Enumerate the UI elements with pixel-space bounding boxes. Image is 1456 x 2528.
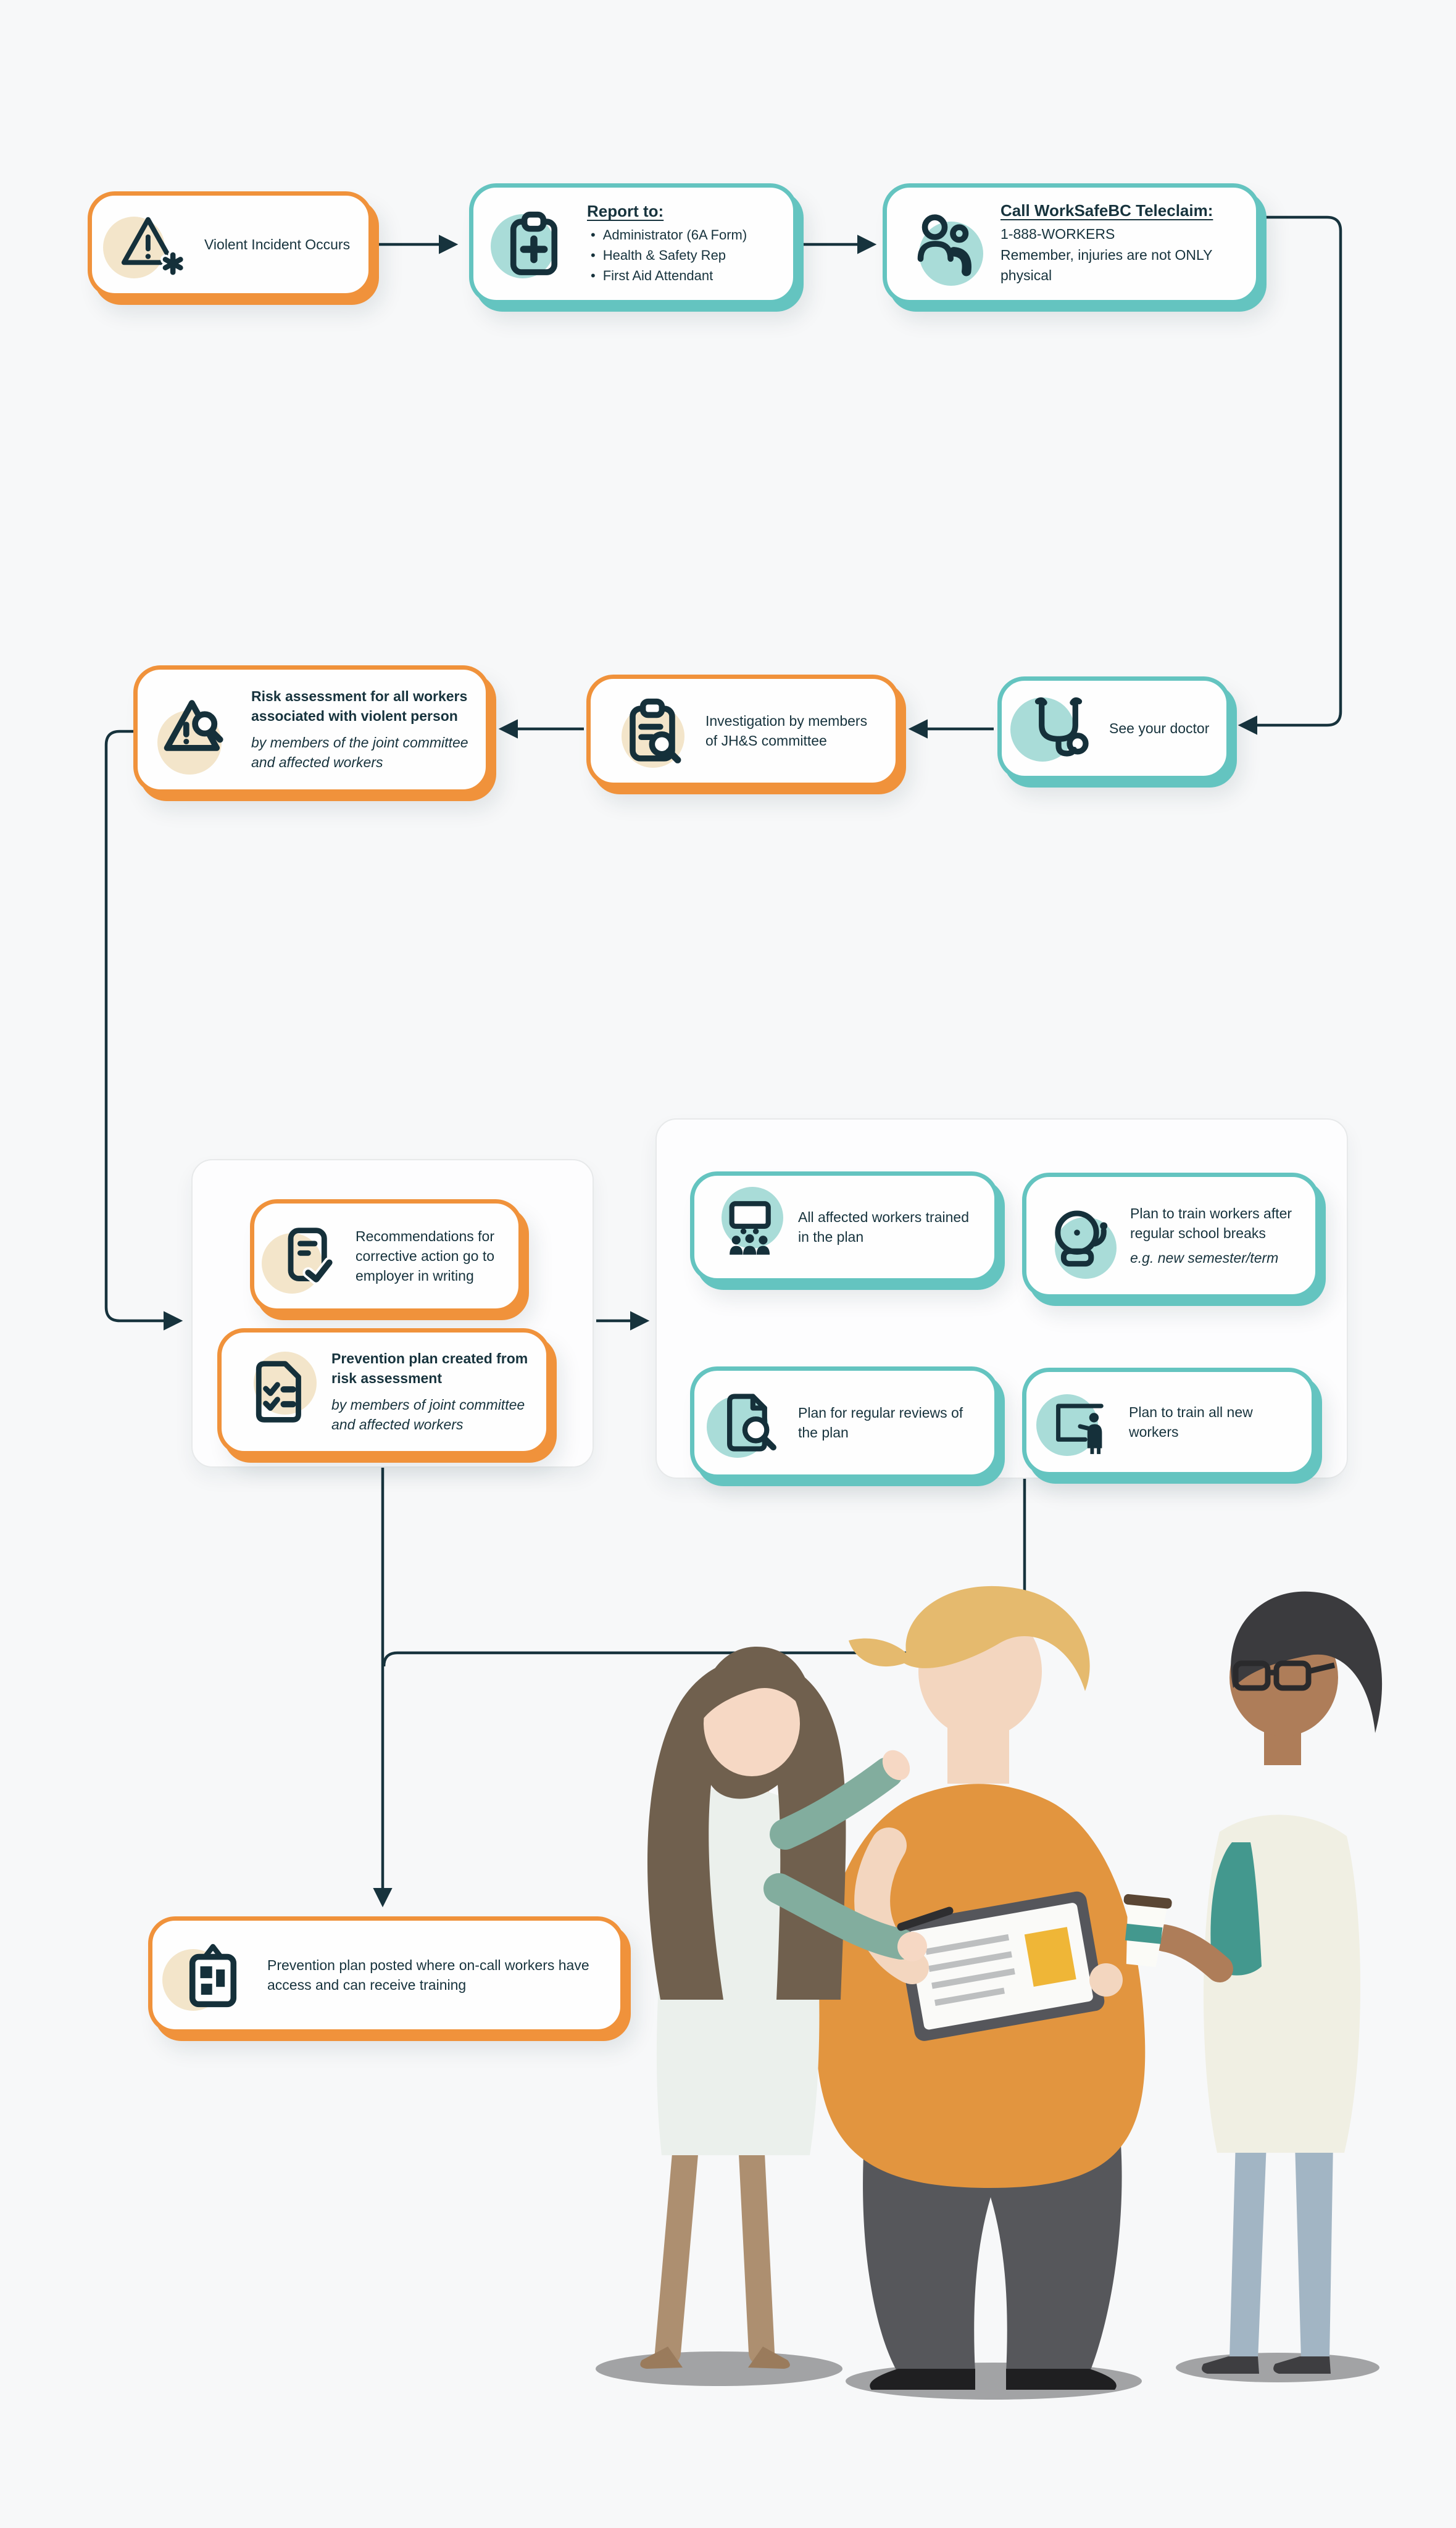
step-see-doctor: See your doctor — [997, 676, 1231, 780]
step-label: Investigation by members of JH&S committ… — [705, 712, 868, 749]
report-item: Health & Safety Rep — [591, 245, 747, 265]
stethoscope-icon — [1034, 697, 1089, 757]
step-report-to: Report to: Administrator (6A Form) Healt… — [469, 183, 797, 304]
plan-item-note: e.g. new semester/term — [1130, 1250, 1279, 1266]
alert-asterisk-icon — [121, 217, 186, 278]
glasses — [1233, 1660, 1336, 1691]
document-magnifier-icon — [727, 1394, 776, 1452]
tablet — [897, 1891, 1105, 2041]
step-teleclaim: Call WorkSafeBC Teleclaim: 1-888-WORKERS… — [883, 183, 1260, 304]
teleclaim-heading: Call WorkSafeBC Teleclaim: — [1000, 201, 1213, 220]
teleclaim-note: Remember, injuries are not ONLY physical — [1000, 246, 1213, 284]
plan-item-label: Plan for regular reviews of the plan — [798, 1404, 963, 1441]
coffee-cup — [1123, 1894, 1172, 1968]
medical-clipboard-icon — [510, 211, 558, 275]
trainer-board-icon — [1056, 1403, 1104, 1454]
people-phone-icon — [917, 214, 971, 276]
plan-item-train-new-workers: Plan to train all new workers — [1022, 1368, 1316, 1476]
person-right — [1123, 1591, 1383, 2374]
step-label: Prevention plan posted where on-call wor… — [267, 1956, 589, 1993]
warning-search-icon — [164, 700, 223, 751]
posted-board-icon — [189, 1944, 237, 2008]
plan-item-train-after-breaks: Plan to train workers after regular scho… — [1022, 1173, 1320, 1299]
plan-title: Prevention plan created from risk assess… — [331, 1350, 528, 1386]
checklist-document-icon — [256, 1361, 301, 1423]
step-plan-posted: Prevention plan posted where on-call wor… — [148, 1916, 625, 2034]
report-item: First Aid Attendant — [591, 265, 747, 286]
plan-subtitle: by members of joint committee and affect… — [331, 1396, 525, 1432]
step-label: Recommendations for corrective action go… — [356, 1228, 495, 1284]
step-risk-assessment: Risk assessment for all workers associat… — [133, 665, 490, 794]
report-heading: Report to: — [587, 202, 664, 220]
step-investigation: Investigation by members of JH&S committ… — [586, 675, 900, 787]
document-check-icon — [288, 1228, 335, 1285]
school-bell-icon — [1055, 1210, 1108, 1267]
plan-item-label: Plan to train workers after regular scho… — [1130, 1205, 1292, 1241]
plan-item-regular-reviews: Plan for regular reviews of the plan — [690, 1366, 999, 1479]
clipboard-search-icon — [630, 698, 681, 763]
pen — [897, 1906, 954, 1931]
step-recommendations: Recommendations for corrective action go… — [250, 1199, 523, 1313]
people-illustration — [596, 1586, 1383, 2400]
step-label: See your doctor — [1109, 720, 1210, 736]
report-list: Administrator (6A Form) Health & Safety … — [587, 225, 747, 286]
step-prevention-plan: Prevention plan created from risk assess… — [217, 1328, 551, 1455]
training-audience-icon — [729, 1201, 771, 1255]
shadow — [596, 2351, 842, 2386]
risk-title: Risk assessment for all workers associat… — [251, 688, 468, 724]
report-item: Administrator (6A Form) — [591, 225, 747, 245]
plan-item-label: Plan to train all new workers — [1129, 1403, 1253, 1440]
person-left — [640, 1647, 954, 2369]
person-middle — [815, 1586, 1146, 2390]
step-violent-incident: Violent Incident Occurs — [88, 191, 373, 297]
risk-subtitle: by members of the joint committee and af… — [251, 734, 468, 770]
plan-item-label: All affected workers trained in the plan — [798, 1208, 969, 1245]
plan-item-workers-trained: All affected workers trained in the plan — [690, 1171, 999, 1283]
teleclaim-phone: 1-888-WORKERS — [1000, 226, 1115, 243]
step-label: Violent Incident Occurs — [204, 236, 351, 252]
